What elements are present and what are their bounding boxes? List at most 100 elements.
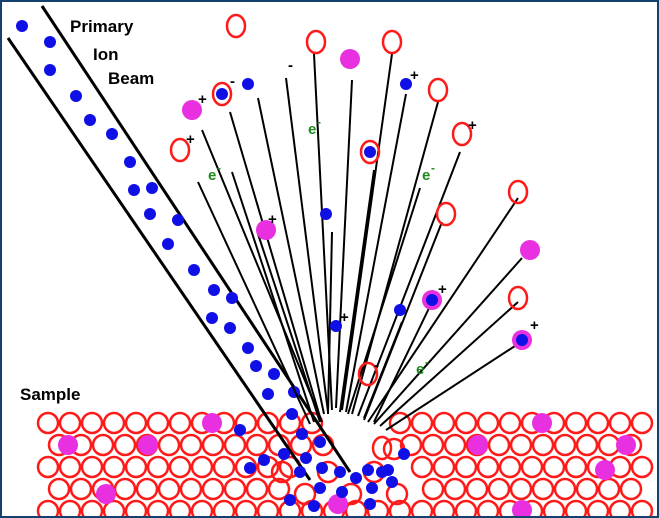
lattice-atom (58, 499, 82, 516)
lattice-atom (102, 499, 126, 516)
electron-symbol: e (422, 167, 430, 184)
cation-particle (520, 240, 540, 260)
lattice-atom (212, 455, 236, 479)
electron-charge: - (217, 161, 221, 175)
neutral-atom (381, 29, 403, 55)
beam-ion (308, 500, 320, 512)
lattice-atom (553, 477, 577, 501)
lattice-atom (245, 477, 269, 501)
neutral-atom (169, 137, 191, 163)
lattice-atom (58, 411, 82, 435)
lattice-atom (234, 499, 258, 516)
lattice-atom (619, 477, 643, 501)
lattice-atom (146, 411, 170, 435)
beam-ion (398, 448, 410, 460)
lattice-atom (190, 455, 214, 479)
lattice-atom (47, 477, 71, 501)
lattice-atom (267, 477, 291, 501)
lattice-atom (69, 477, 93, 501)
lattice-atom (432, 455, 456, 479)
beam-ion (386, 476, 398, 488)
lattice-atom (630, 411, 654, 435)
sputter-trail (379, 301, 519, 427)
anion-ring (359, 139, 381, 165)
beam-ion (262, 388, 274, 400)
beam-ion (250, 360, 262, 372)
sample-cation-atom (202, 413, 222, 433)
charge-signs: ++--++++++- (186, 57, 539, 374)
lattice-atom (234, 411, 258, 435)
lattice-atom (223, 477, 247, 501)
emitted-particles (169, 13, 540, 461)
lattice-atom (432, 499, 456, 516)
lattice-atom (113, 477, 137, 501)
beam-ion (16, 20, 28, 32)
sputter-trail (257, 233, 321, 423)
sputter-trail (341, 53, 393, 411)
electrons: e-e-e-e- (208, 115, 435, 378)
lattice-atom (630, 499, 654, 516)
neutral-atom (507, 179, 529, 205)
lattice-atom (168, 499, 192, 516)
beam-ion (244, 462, 256, 474)
ion-particle (320, 208, 332, 220)
sample-cation-atom (595, 460, 615, 480)
sample-cation-atom (58, 435, 78, 455)
beam-ion (44, 64, 56, 76)
lattice-atom (124, 455, 148, 479)
beam-right-edge (40, 5, 352, 473)
lattice-atom (509, 477, 533, 501)
primary-ion-beam (6, 5, 352, 481)
lattice-atom (179, 477, 203, 501)
lattice-atom (388, 499, 412, 516)
lattice-atom (498, 411, 522, 435)
lattice-atom (454, 455, 478, 479)
beam-ion (294, 466, 306, 478)
beam-ion (382, 464, 394, 476)
lattice-atom (564, 411, 588, 435)
plus-sign: + (530, 317, 539, 334)
sputter-trail (335, 79, 353, 409)
plus-sign: + (438, 281, 447, 298)
plus-sign: + (410, 67, 419, 84)
beam-ion (144, 208, 156, 220)
lattice-atom (553, 433, 577, 457)
beam-ion (362, 464, 374, 476)
lattice-atom (293, 482, 317, 506)
lattice-atom (476, 499, 500, 516)
sputter-trail (327, 231, 333, 415)
lattice-atom (124, 411, 148, 435)
lattice-atom (531, 477, 555, 501)
lattice-atom (421, 477, 445, 501)
lattice-atom (146, 455, 170, 479)
beam-ion (106, 128, 118, 140)
beam-ion (268, 368, 280, 380)
beam-ion (286, 408, 298, 420)
minus-sign: - (374, 357, 379, 374)
lattice-atom (146, 499, 170, 516)
beam-ion (172, 214, 184, 226)
ion-particle (364, 146, 376, 158)
lattice-atom (487, 477, 511, 501)
sputter-trail (357, 151, 461, 417)
beam-ion (316, 462, 328, 474)
plus-sign: + (340, 309, 349, 326)
ion-particle (400, 78, 412, 90)
cation-particle (182, 100, 202, 120)
sample-cation-atom (532, 413, 552, 433)
lattice-atom (212, 499, 236, 516)
sputter-trail (285, 77, 329, 413)
lattice-atom (608, 411, 632, 435)
beam-ion (350, 472, 362, 484)
sample-cation-atom (328, 494, 348, 514)
lattice-atom (531, 433, 555, 457)
beam-ion (258, 454, 270, 466)
ion-particle (242, 78, 254, 90)
beam-label-ion: Ion (93, 45, 119, 64)
plus-sign: + (268, 211, 277, 228)
lattice-atom (245, 433, 269, 457)
minus-sign: - (288, 57, 293, 74)
lattice-atom (564, 455, 588, 479)
lattice-atom (201, 433, 225, 457)
